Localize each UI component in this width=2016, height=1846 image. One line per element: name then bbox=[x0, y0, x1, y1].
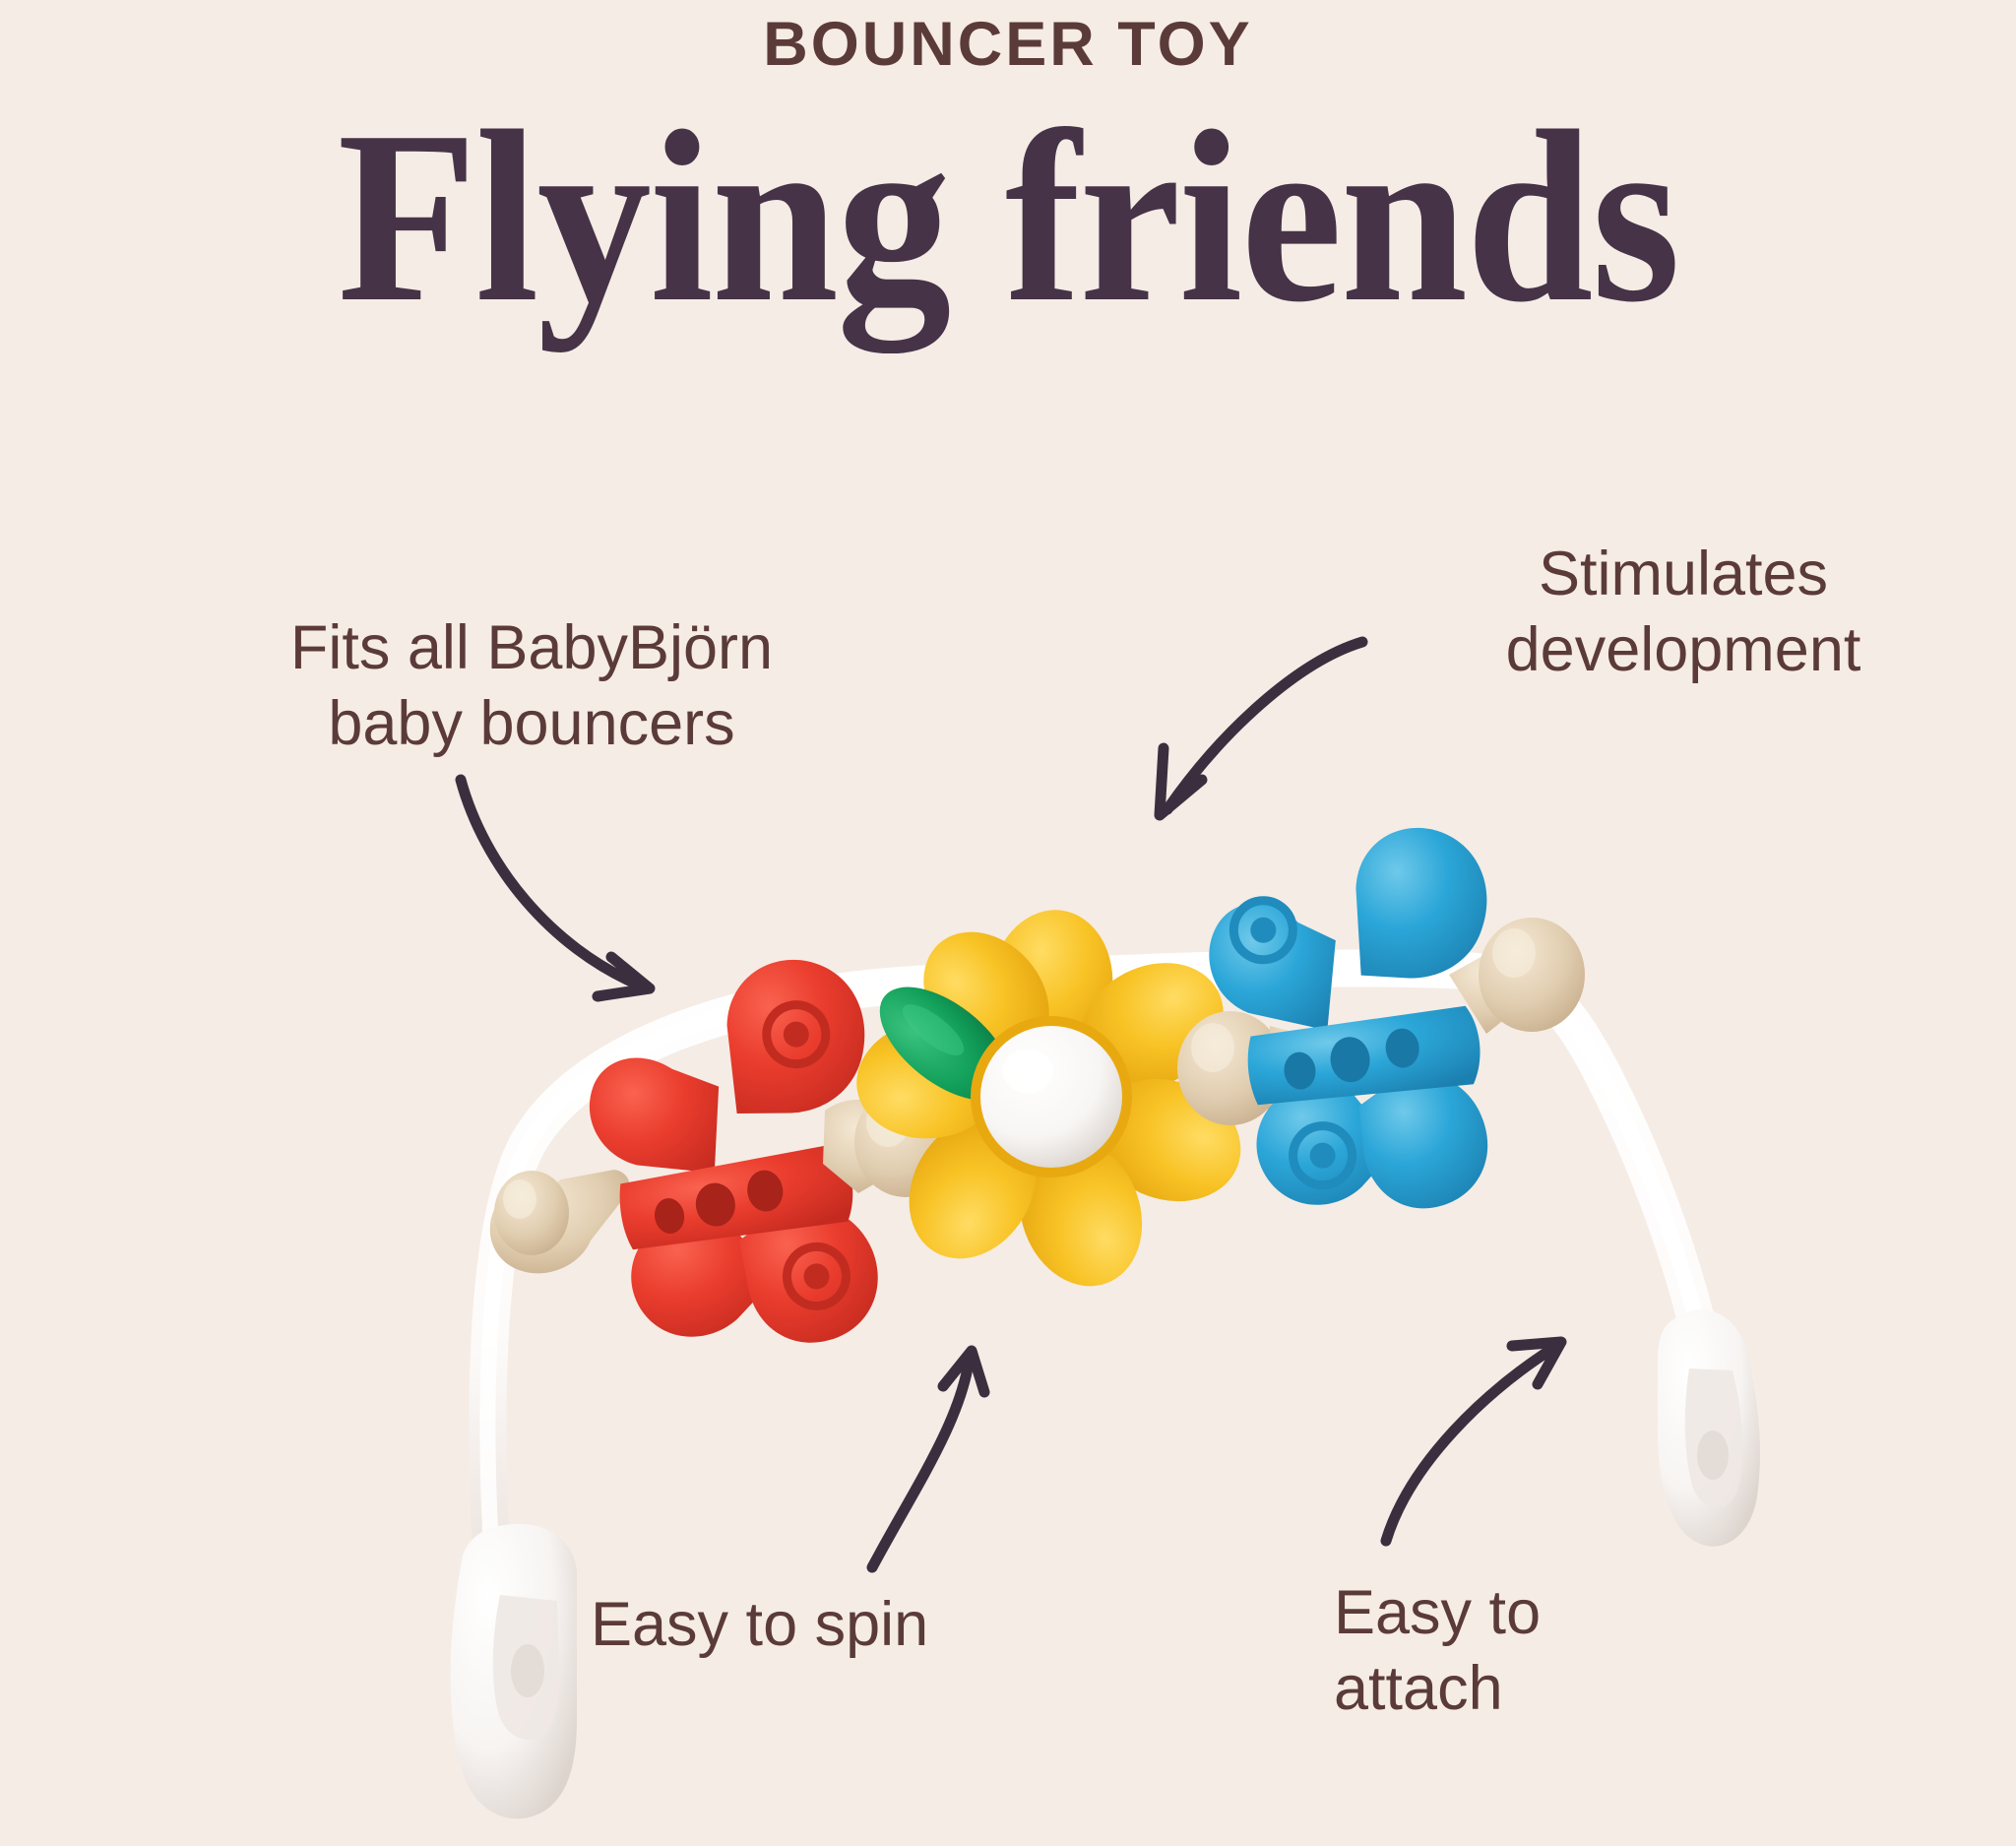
arrow-head bbox=[592, 951, 656, 1002]
wing-lower-right bbox=[1358, 1072, 1488, 1209]
body-hole bbox=[1284, 1051, 1316, 1090]
arrow-attach bbox=[1380, 1336, 1567, 1547]
wing-upper-left bbox=[1209, 903, 1336, 1031]
bead-gloss-1 bbox=[503, 1179, 536, 1219]
arrow-spin bbox=[866, 1345, 990, 1573]
callout-spin-label: Easy to spin bbox=[591, 1590, 929, 1659]
callout-attach-label: Easy to attach bbox=[1334, 1578, 1542, 1723]
arrow-shaft bbox=[866, 1351, 976, 1573]
wooden-bead-1 bbox=[489, 1170, 630, 1274]
arrow-fits bbox=[455, 774, 656, 1002]
clip-hole-right bbox=[1697, 1431, 1729, 1480]
wing-rivet bbox=[1289, 1121, 1357, 1190]
body-hole bbox=[1385, 1028, 1419, 1068]
bead-gloss-4 bbox=[1492, 928, 1536, 978]
eyebrow-label: BOUNCER TOY bbox=[763, 10, 1253, 79]
wing-upper-left bbox=[589, 1057, 720, 1174]
body-hole bbox=[654, 1198, 685, 1234]
attachment-clip-left bbox=[450, 1524, 577, 1819]
arrow-shaft bbox=[1162, 636, 1368, 815]
wing-rivet bbox=[762, 1000, 831, 1069]
arrow-shaft bbox=[455, 774, 644, 990]
page-title: Flying friends bbox=[337, 81, 1680, 353]
clip-hole-left bbox=[511, 1644, 544, 1697]
wooden-bead-4 bbox=[1449, 918, 1585, 1034]
arrow-shaft bbox=[1380, 1341, 1561, 1547]
red-butterfly bbox=[589, 959, 878, 1343]
wing-rivet bbox=[783, 1241, 851, 1310]
attachment-clip-right bbox=[1658, 1309, 1760, 1547]
body-hole bbox=[747, 1170, 784, 1212]
yellow-flower bbox=[856, 910, 1241, 1287]
bead-gloss-3 bbox=[1191, 1023, 1234, 1072]
blue-butterfly bbox=[1209, 827, 1488, 1209]
wing-rivet-dot bbox=[783, 1021, 809, 1048]
arrow-stimulates bbox=[1154, 636, 1368, 821]
arrow-head bbox=[937, 1345, 990, 1398]
wing-rivet bbox=[1228, 896, 1297, 965]
body-hole bbox=[1330, 1037, 1370, 1083]
wing-rivet-dot bbox=[803, 1263, 830, 1290]
body-hole bbox=[695, 1182, 735, 1227]
callout-fits-label: Fits all BabyBjörn baby bouncers bbox=[289, 613, 774, 758]
leaf-gloss bbox=[902, 1004, 965, 1055]
arrow-head bbox=[1506, 1336, 1567, 1390]
ball-gloss bbox=[1002, 1050, 1053, 1093]
wing-rivet-dot bbox=[1309, 1142, 1336, 1169]
wing-rivet-dot bbox=[1250, 917, 1277, 943]
wing-upper-right bbox=[1355, 827, 1487, 979]
callout-stimulates-label: Stimulates development bbox=[1505, 540, 1861, 684]
arrow-head bbox=[1154, 742, 1208, 821]
